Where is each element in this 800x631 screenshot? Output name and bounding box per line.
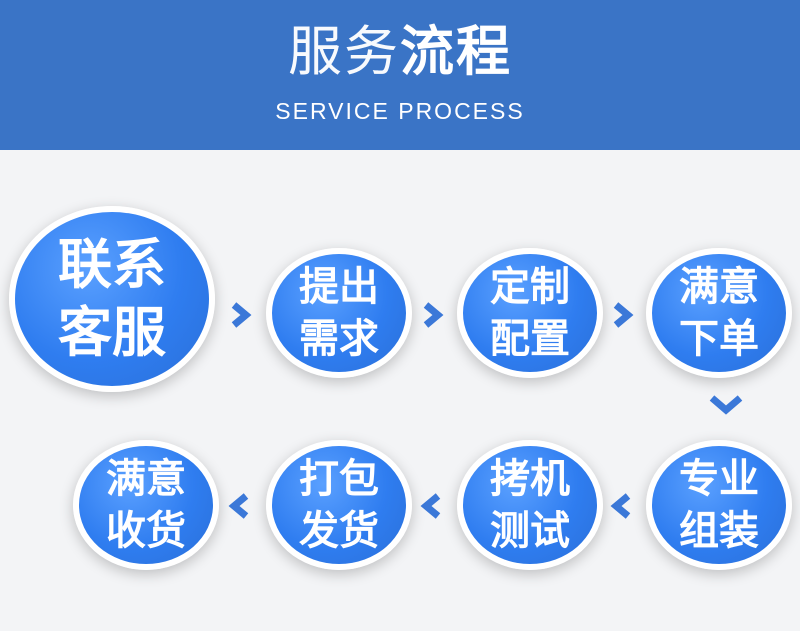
step-place-order: 满意 下单 (646, 248, 792, 378)
step-label: 满意 收货 (106, 456, 186, 554)
step-label: 打包 发货 (299, 456, 379, 554)
chevron-left-icon (418, 492, 446, 520)
step-label: 提出 需求 (299, 264, 379, 362)
step-raise-requirements: 提出 需求 (266, 248, 412, 378)
page-title: 服务流程 (0, 20, 800, 84)
step-custom-config: 定制 配置 (457, 248, 603, 378)
step-label: 专业 组装 (679, 456, 759, 554)
chevron-left-icon (226, 492, 254, 520)
step-label: 定制 配置 (490, 264, 570, 362)
chevron-right-icon (418, 301, 446, 329)
step-receive-goods: 满意 收货 (73, 440, 219, 570)
step-pack-ship: 打包 发货 (266, 440, 412, 570)
step-label: 拷机 测试 (490, 456, 570, 554)
chevron-right-icon (608, 301, 636, 329)
step-label: 联系 客服 (58, 233, 166, 364)
step-burn-in-test: 拷机 测试 (457, 440, 603, 570)
step-label: 满意 下单 (679, 264, 759, 362)
step-contact-service: 联系 客服 (9, 206, 215, 392)
chevron-left-icon (608, 492, 636, 520)
header-banner: 服务流程 SERVICE PROCESS (0, 0, 800, 150)
step-assembly: 专业 组装 (646, 440, 792, 570)
chevron-right-icon (226, 301, 254, 329)
title-bold: 流程 (400, 20, 512, 83)
chevron-down-icon (708, 390, 744, 418)
page-subtitle: SERVICE PROCESS (275, 98, 525, 124)
title-light: 服务 (288, 20, 400, 83)
